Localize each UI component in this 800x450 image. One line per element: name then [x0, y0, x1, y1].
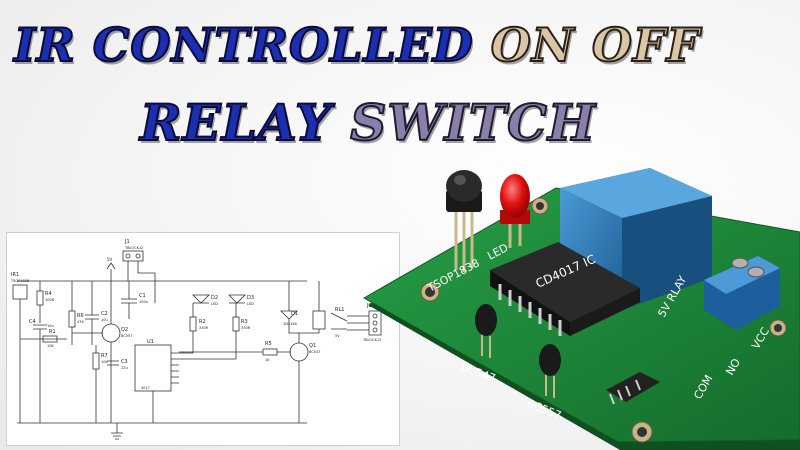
- transistor-bc557: [539, 344, 561, 398]
- label-q1-part: BC547: [309, 350, 320, 354]
- label-c4-val: 10u: [47, 324, 54, 328]
- label-rl1-val: 5V: [335, 334, 340, 338]
- label-d1-part: 1N4148: [283, 322, 297, 326]
- label-ir1-part: TSOP1838: [10, 279, 29, 283]
- label-c4: C4: [29, 319, 36, 325]
- label-r7-val: 10K: [101, 360, 108, 364]
- small-ic-component: [606, 372, 660, 405]
- ir-receiver-component: [446, 170, 482, 272]
- title-switch: SWITCH: [349, 93, 597, 152]
- title-line-1: IR CONTROLLED ON OFF: [13, 21, 800, 69]
- label-c2-val: 10u: [101, 318, 108, 322]
- label-r4: R4: [45, 291, 52, 297]
- label-r3-val: 330R: [241, 326, 251, 330]
- label-q2-part: BC557: [121, 334, 132, 338]
- title-relay: RELAY: [139, 93, 332, 152]
- label-rl1: RL1: [335, 307, 344, 313]
- label-r6-val: 47K: [77, 320, 84, 324]
- label-r6: R6: [77, 313, 84, 319]
- label-r3: R3: [241, 319, 248, 325]
- label-c1: C1: [139, 293, 146, 299]
- label-r7: R7: [101, 353, 108, 359]
- label-d2-part: LED: [211, 302, 218, 306]
- label-r1: R1: [49, 329, 56, 335]
- title-ir-controlled: IR CONTROLLED: [13, 18, 474, 72]
- title-line-2: RELAY SWITCH: [139, 97, 800, 149]
- pcb-board-illustration: TSOP1838 LED CD4017 IC 5V RLAY BC547 BC5…: [362, 168, 800, 450]
- label-j2: J2: [366, 303, 372, 309]
- circuit-schematic: IR1 TSOP1838 J1 TBLOCK-I2 R4 100R R1 10K…: [6, 232, 400, 446]
- label-j1-part: TBLOCK-I2: [124, 246, 143, 250]
- ic-chip-component: [490, 242, 640, 336]
- title-on-off: ON OFF: [490, 18, 701, 72]
- label-j2-part: TBLOCK-I3: [362, 338, 381, 342]
- label-u1-part: 4017: [141, 386, 150, 390]
- label-r5: R5: [265, 341, 272, 347]
- label-c1-val: 100u: [139, 300, 148, 304]
- label-vcc: 5V: [107, 257, 113, 262]
- label-d1: D1: [291, 311, 298, 317]
- label-d2: D2: [211, 295, 218, 301]
- label-ir1: IR1: [11, 272, 19, 278]
- label-r1-val: 10K: [47, 344, 54, 348]
- schematic-drawing: IR1 TSOP1838 J1 TBLOCK-I2 R4 100R R1 10K…: [10, 239, 382, 440]
- screw-terminal-component: [704, 256, 780, 330]
- label-r2-val: 330R: [199, 326, 209, 330]
- label-q1: Q1: [309, 343, 316, 349]
- label-c2: C2: [101, 311, 108, 317]
- label-r5-val: 1K: [265, 358, 270, 362]
- label-r4-val: 100R: [45, 298, 55, 302]
- label-r2: R2: [199, 319, 206, 325]
- label-d3: D3: [247, 295, 254, 301]
- transistor-bc547: [475, 304, 497, 358]
- label-j1: J1: [124, 239, 130, 245]
- label-q2: Q2: [121, 327, 128, 333]
- red-led-component: [500, 174, 530, 248]
- label-c3: C3: [121, 359, 128, 365]
- label-d3-part: LED: [247, 302, 254, 306]
- label-u1: U1: [147, 339, 154, 345]
- label-c3-val: 22u: [121, 366, 128, 370]
